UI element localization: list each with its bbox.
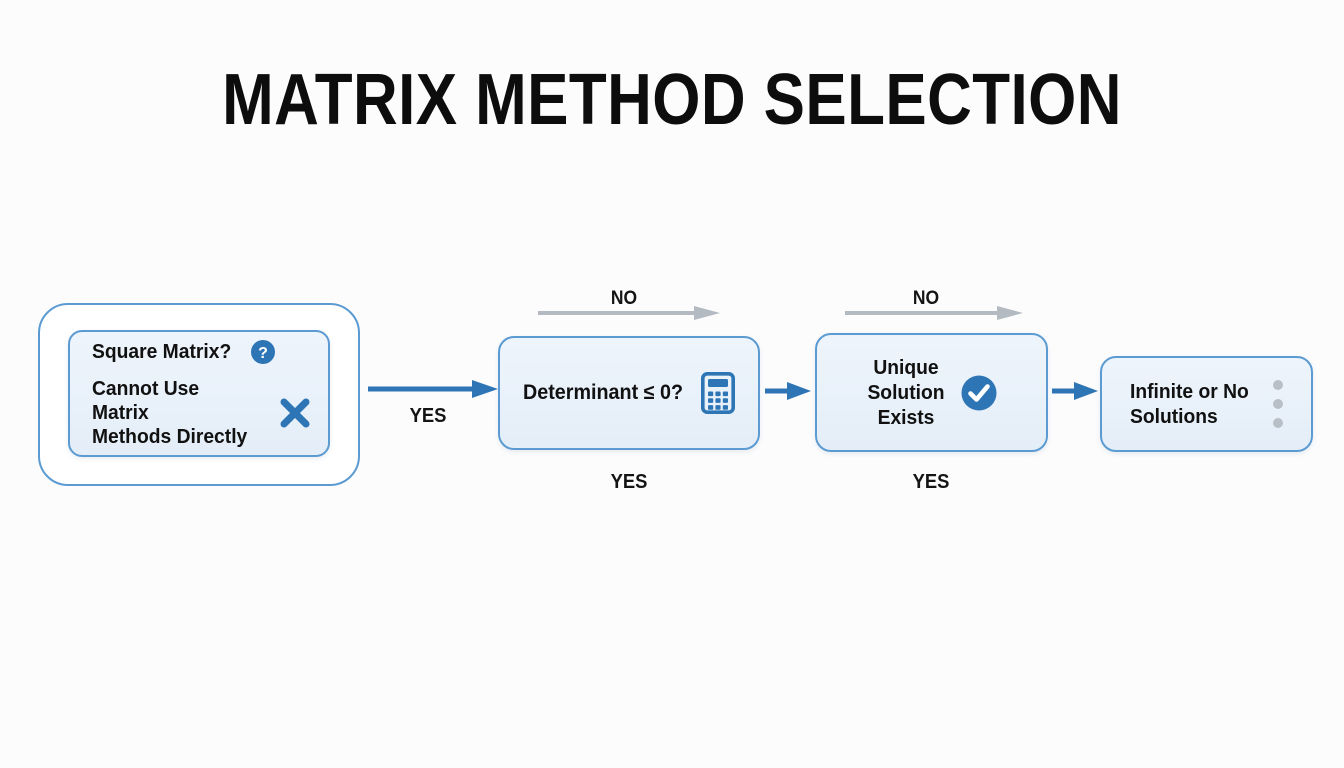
calculator-icon <box>701 372 736 414</box>
node-square-matrix-question-row: Square Matrix? ? <box>92 339 316 365</box>
check-circle-icon <box>960 374 998 412</box>
node-square-matrix[interactable]: Square Matrix? ? Cannot Use Matrix Metho… <box>68 330 330 457</box>
more-vertical-dots-icon[interactable] <box>1272 380 1283 428</box>
edge-label-start-to-determinant: YES <box>409 405 447 427</box>
arrow-unique-no <box>845 306 1023 320</box>
node-determinant[interactable]: Determinant ≤ 0? <box>498 336 760 450</box>
node-unique-solution-label: Unique Solution Exists <box>866 356 945 429</box>
node-infinite-solutions-label: Infinite or No Solutions <box>1130 380 1250 428</box>
arrow-start-to-determinant <box>368 380 498 398</box>
edge-label-unique-no: NO <box>912 288 940 309</box>
arrow-determinant-no <box>538 306 720 320</box>
node-infinite-solutions[interactable]: Infinite or No Solutions <box>1100 356 1313 452</box>
node-square-matrix-result: Cannot Use Matrix Methods Directly <box>92 376 248 448</box>
question-circle-icon: ? <box>250 339 276 365</box>
svg-text:?: ? <box>258 345 268 362</box>
node-square-matrix-question: Square Matrix? <box>92 339 232 363</box>
node-square-matrix-result-row: Cannot Use Matrix Methods Directly <box>92 377 316 449</box>
arrow-unique-to-infinite <box>1052 382 1098 400</box>
arrow-determinant-to-unique <box>765 382 811 400</box>
edge-label-unique-yes: YES <box>912 471 950 493</box>
edge-label-determinant-yes: YES <box>610 471 648 493</box>
node-determinant-label: Determinant ≤ 0? <box>522 381 683 404</box>
edge-label-determinant-no: NO <box>610 288 638 309</box>
node-unique-solution[interactable]: Unique Solution Exists <box>815 333 1048 452</box>
page-title: MATRIX METHOD SELECTION <box>222 60 1122 140</box>
cross-x-icon <box>274 392 316 434</box>
